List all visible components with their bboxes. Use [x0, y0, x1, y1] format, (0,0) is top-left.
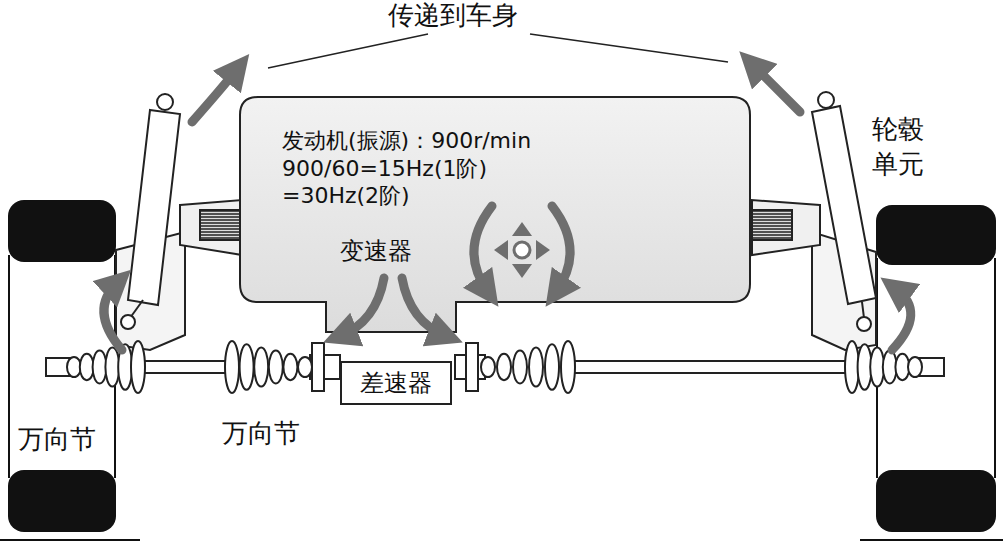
drive-shaft — [497, 354, 511, 380]
leader-line — [268, 34, 728, 68]
engine-outline — [240, 97, 750, 332]
wheel — [8, 200, 116, 262]
drive-shaft — [312, 343, 324, 391]
drive-shaft — [513, 351, 527, 384]
shock-absorber — [812, 106, 876, 304]
drive-shaft — [298, 357, 312, 377]
force-arrow — [104, 64, 911, 350]
drive-shaft — [529, 347, 543, 386]
drive-shaft — [269, 351, 283, 384]
leader-line — [530, 34, 728, 62]
force-arrow — [104, 282, 122, 350]
wheel — [8, 255, 10, 478]
drive-shaft — [240, 344, 254, 390]
force-arrow — [892, 288, 911, 350]
drive-shaft — [561, 341, 575, 393]
ground-line — [0, 539, 1003, 541]
shock-absorber — [128, 110, 180, 305]
vibration-symbol — [494, 222, 550, 278]
part-name: 万向节 — [18, 424, 96, 455]
drive-shaft — [545, 344, 559, 390]
drive-shaft — [140, 361, 232, 373]
drive-shaft — [466, 343, 478, 391]
wheel — [876, 205, 996, 265]
differential-box: 差速器 — [340, 361, 452, 405]
shock-absorber — [121, 92, 876, 331]
engine-mount — [200, 210, 240, 240]
drive-shaft — [131, 341, 145, 393]
engine-mount — [752, 200, 820, 255]
shock-absorber — [818, 92, 834, 108]
wheel — [994, 258, 996, 478]
engine-mount — [752, 210, 792, 240]
ground-line — [860, 539, 1003, 541]
drive-shaft — [908, 357, 922, 377]
part-name: 轮毂单元 — [872, 112, 929, 182]
drive-shaft — [570, 361, 852, 373]
engine-mount — [180, 200, 242, 255]
ground-line — [0, 539, 140, 541]
force-arrow — [752, 64, 800, 112]
force-arrow — [340, 206, 570, 336]
drive-shaft — [225, 341, 239, 393]
shock-absorber — [157, 94, 173, 110]
drive-shaft — [481, 357, 495, 377]
leader-line — [268, 34, 428, 68]
force-arrow — [192, 68, 238, 122]
engine-box: 发动机(振源)：900r/min 900/60=15Hz(1阶) =30Hz(2… — [240, 97, 750, 302]
transfer-note: 传递到车身 — [388, 0, 518, 31]
drive-shaft — [46, 341, 944, 393]
wheel — [8, 470, 116, 532]
sub-component-label: 变速器 — [340, 235, 412, 267]
wheel — [876, 470, 996, 532]
component-label: 差速器 — [354, 367, 438, 399]
component-label: 发动机(振源)：900r/min 900/60=15Hz(1阶) =30Hz(2… — [282, 127, 582, 210]
drive-shaft — [254, 347, 268, 386]
shock-absorber — [857, 317, 871, 331]
shock-absorber — [121, 315, 135, 329]
shock-absorber — [862, 302, 864, 318]
drive-shaft — [283, 354, 297, 380]
part-name: 万向节 — [222, 418, 300, 449]
